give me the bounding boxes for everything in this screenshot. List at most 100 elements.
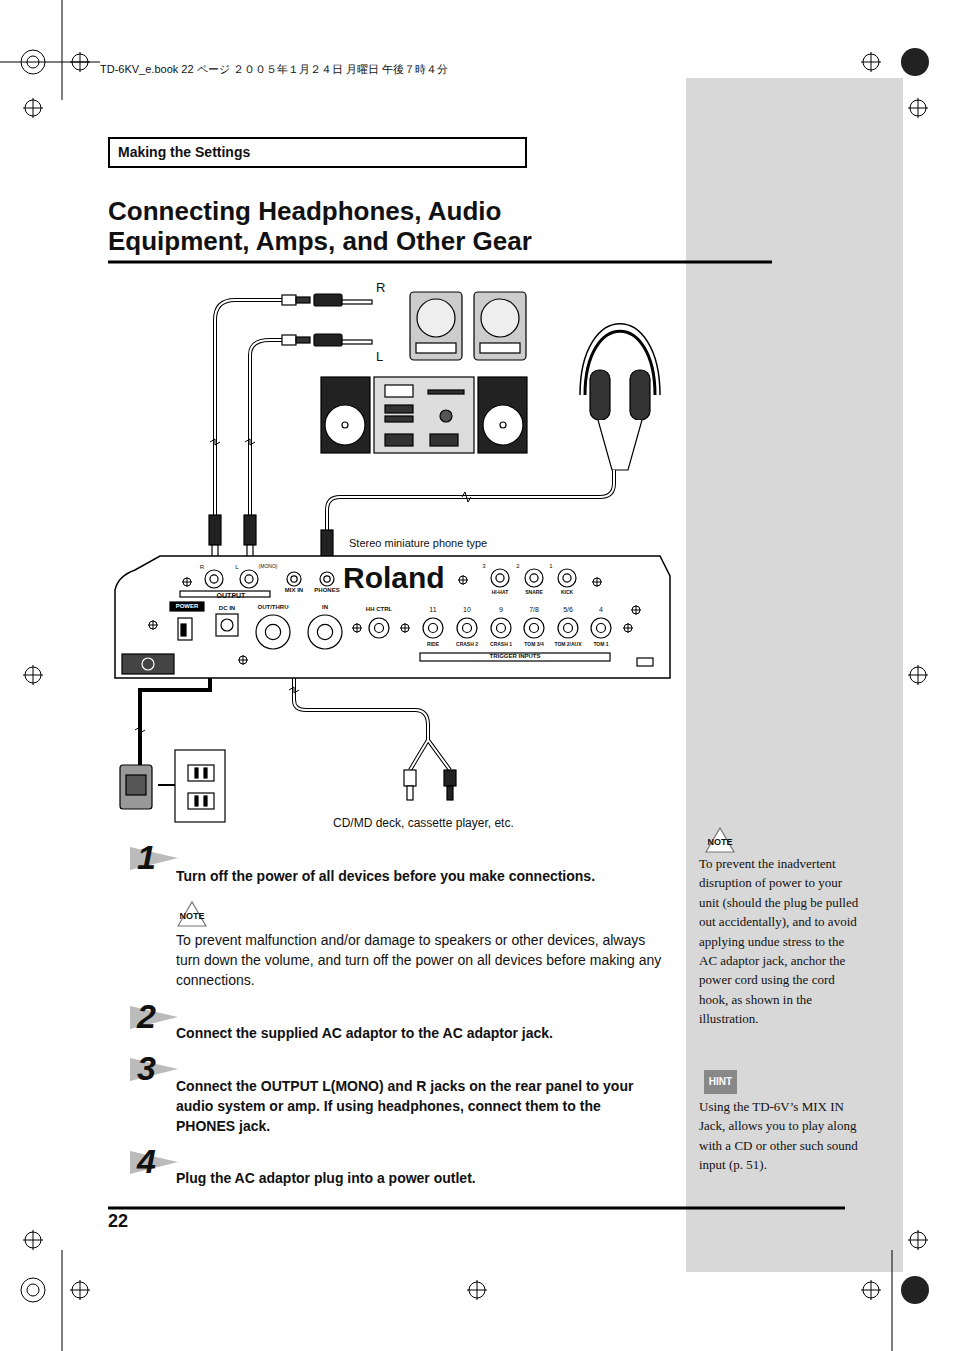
step-text: Connect the supplied AC adaptor to the A… — [176, 1023, 656, 1043]
step-number: 3 — [137, 1049, 156, 1088]
jack — [423, 618, 443, 638]
page-number: 22 — [108, 1211, 128, 1232]
header-text: Making the Settings — [118, 144, 517, 160]
step-text: Connect the OUTPUT L(MONO) and R jacks o… — [176, 1076, 656, 1136]
jack — [308, 615, 342, 649]
hint-icon: HINT — [704, 1076, 737, 1087]
plug-type-label: Stereo miniature phone type — [349, 537, 487, 549]
step-text: Turn off the power of all devices before… — [176, 866, 656, 886]
screw — [459, 576, 467, 584]
jack — [525, 569, 543, 587]
screw — [623, 623, 633, 633]
jack — [457, 618, 477, 638]
screw — [400, 623, 410, 633]
jack — [369, 618, 389, 638]
jack-hole — [291, 576, 297, 582]
jack-label: HH CTRL — [356, 606, 402, 612]
jack-label: DC IN — [207, 605, 247, 611]
page-title: Connecting Headphones, Audio Equipment, … — [108, 196, 588, 256]
input-label: TOM 3/4 — [517, 642, 551, 647]
screw — [353, 624, 361, 632]
input-label: SNARE — [514, 590, 554, 595]
jack — [320, 572, 334, 586]
note-text: To prevent malfunction and/or damage to … — [176, 930, 666, 990]
jack — [205, 570, 223, 588]
input-number: 1 — [545, 563, 557, 569]
note-icon: NOTE — [177, 911, 207, 921]
input-number: 4 — [589, 606, 613, 613]
input-number: 11 — [421, 606, 445, 613]
jack-hole — [324, 576, 330, 582]
jack-hole — [530, 624, 539, 633]
jack-hole — [265, 624, 280, 639]
input-label: KICK — [547, 590, 587, 595]
channel-label: L — [376, 349, 383, 364]
jack-hole — [597, 624, 606, 633]
input-label: RIDE — [416, 642, 450, 647]
jack-hole — [245, 575, 253, 583]
device-label: CD/MD deck, cassette player, etc. — [333, 816, 514, 830]
jack-hole — [496, 574, 504, 582]
step-number: 4 — [137, 1142, 156, 1181]
screw — [239, 656, 247, 664]
input-number: 7/8 — [522, 606, 546, 613]
jack-label: PHONES — [309, 587, 345, 593]
screw — [593, 578, 601, 586]
input-label: HI-HAT — [480, 590, 520, 595]
jack-hole — [317, 624, 332, 639]
jack-label: R — [196, 564, 208, 570]
jack-label: IN — [310, 604, 340, 610]
input-label: CRASH 2 — [450, 642, 484, 647]
input-number: 5/6 — [556, 606, 580, 613]
step-text: Plug the AC adaptor plug into a power ou… — [176, 1168, 656, 1188]
jack — [491, 618, 511, 638]
screw — [458, 575, 468, 585]
jack-label: OUTPUT — [208, 592, 254, 599]
screw — [148, 620, 158, 630]
jack-label: OUT/THRU — [248, 604, 298, 610]
jack — [256, 615, 290, 649]
jack-label: (MONO) — [256, 564, 280, 569]
jack — [591, 618, 611, 638]
jack-hole — [563, 574, 571, 582]
screw — [183, 578, 191, 586]
power-label: POWER — [170, 603, 204, 609]
screw — [624, 624, 632, 632]
jack-hole — [497, 624, 506, 633]
note-icon: NOTE — [705, 837, 735, 847]
group-label: TRIGGER INPUTS — [440, 653, 590, 659]
input-number: 2 — [512, 563, 524, 569]
step-number: 1 — [137, 838, 156, 877]
input-label: TOM 1 — [584, 642, 618, 647]
jack — [524, 618, 544, 638]
side-note-text: To prevent the inadvertent disruption of… — [699, 854, 859, 1029]
jack-hole — [530, 574, 538, 582]
step-number: 2 — [137, 997, 156, 1036]
channel-label: R — [376, 280, 385, 295]
input-label: TOM 2/AUX — [549, 642, 587, 647]
brand-logo: Roland — [343, 561, 445, 595]
screw — [238, 655, 248, 665]
jack-label: MIX IN — [276, 587, 312, 593]
input-number: 10 — [455, 606, 479, 613]
screw — [149, 621, 157, 629]
jack-hole — [564, 624, 573, 633]
jack-hole — [210, 575, 218, 583]
screw — [631, 605, 641, 615]
input-number: 9 — [489, 606, 513, 613]
print-header: TD-6KV_e.book 22 ページ ２００５年１月２４日 月曜日 午後７時… — [100, 62, 448, 77]
jack-hole — [375, 624, 384, 633]
hint-text: Using the TD-6V’s MIX IN Jack, allows yo… — [699, 1097, 859, 1175]
input-number: 3 — [478, 563, 490, 569]
jack-label: L — [231, 564, 243, 570]
jack — [558, 618, 578, 638]
input-label: CRASH 1 — [484, 642, 518, 647]
jack-hole — [463, 624, 472, 633]
jack — [287, 572, 301, 586]
screw — [401, 624, 409, 632]
jack — [558, 569, 576, 587]
section-header-box: Making the Settings — [108, 137, 527, 168]
screw — [182, 577, 192, 587]
screw — [352, 623, 362, 633]
